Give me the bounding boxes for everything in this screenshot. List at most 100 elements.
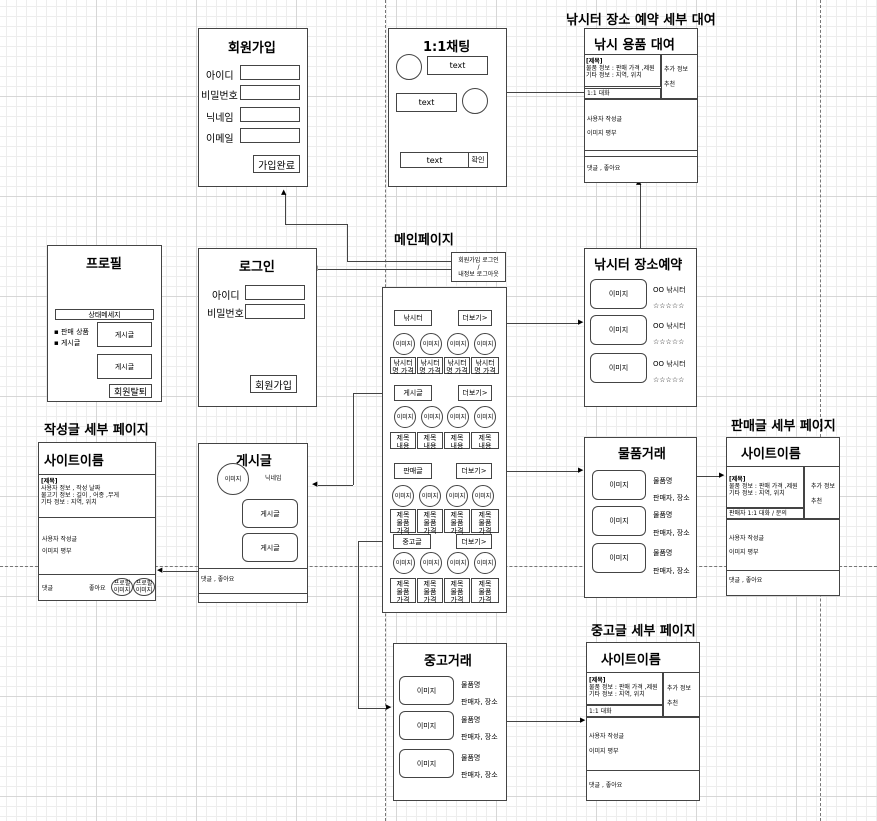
sale-image[interactable]: 이미지 bbox=[419, 485, 441, 507]
sale-author-section bbox=[726, 519, 840, 571]
section-sale-label[interactable]: 판매글 bbox=[394, 463, 432, 479]
sale-cell-line: 제목 bbox=[423, 511, 437, 519]
section-fishing-label[interactable]: 낚시터 bbox=[394, 310, 432, 326]
arrow-head: ▶ bbox=[719, 471, 725, 479]
trade-item-name: 물품명 bbox=[653, 511, 673, 519]
used-review: 이미지 평부 bbox=[589, 748, 619, 755]
used-image[interactable]: 이미지 bbox=[420, 552, 442, 574]
chat-message-input[interactable]: text bbox=[400, 152, 469, 168]
board-post-card[interactable]: 게시글 bbox=[242, 533, 298, 562]
post-detail-likes[interactable]: 좋아요 bbox=[89, 585, 106, 592]
connector-line bbox=[358, 541, 359, 708]
used-cell-line: 가격 bbox=[450, 596, 464, 604]
signup-nick-input[interactable] bbox=[240, 107, 300, 122]
reservation-image[interactable]: 이미지 bbox=[590, 315, 647, 345]
used-chat-button[interactable]: 1:1 대화 bbox=[586, 705, 663, 717]
chat-send-button[interactable]: 확인 bbox=[468, 152, 488, 168]
sale-cell-line: 물품 bbox=[450, 519, 464, 527]
login-pw-input[interactable] bbox=[245, 304, 305, 319]
board-avatar[interactable]: 이미지 bbox=[217, 463, 249, 495]
rental-author-section bbox=[584, 99, 698, 151]
rental-side-box: 추가 정보 추천 bbox=[661, 54, 698, 99]
section-used-label[interactable]: 중고글 bbox=[393, 534, 431, 549]
divider bbox=[584, 156, 698, 157]
auth-login-signup[interactable]: 회원가입 로그인 bbox=[458, 256, 499, 264]
divider bbox=[38, 517, 156, 518]
used-cell-line: 가격 bbox=[396, 596, 410, 604]
fishing-cell-line: 명 가격 bbox=[419, 367, 441, 375]
post-detail-heading: [제목] bbox=[41, 478, 58, 485]
board-image[interactable]: 이미지 bbox=[394, 406, 416, 428]
used-image[interactable]: 이미지 bbox=[393, 552, 415, 574]
profile-image-icon[interactable]: 프로필 이미지 bbox=[111, 578, 133, 596]
section-board-label[interactable]: 게시글 bbox=[394, 385, 432, 401]
rental-side-reco: 추천 bbox=[664, 81, 676, 88]
login-signup-button[interactable]: 회원가입 bbox=[250, 375, 297, 393]
trade-image[interactable]: 이미지 bbox=[592, 506, 646, 536]
section-sale-more[interactable]: 더보기> bbox=[456, 463, 492, 479]
fishing-image[interactable]: 이미지 bbox=[474, 333, 496, 355]
rental-chat-button[interactable]: 1:1 대화 bbox=[584, 88, 661, 99]
arrow-head: ▶ bbox=[580, 716, 586, 724]
signup-email-input[interactable] bbox=[240, 128, 300, 143]
section-used-more[interactable]: 더보기> bbox=[456, 534, 492, 549]
used-image[interactable]: 이미지 bbox=[474, 552, 496, 574]
profile-post-card[interactable]: 게시글 bbox=[97, 322, 152, 347]
withdraw-button[interactable]: 회원탈퇴 bbox=[109, 384, 152, 398]
used-cell-line: 제목 bbox=[396, 580, 410, 588]
used-image[interactable]: 이미지 bbox=[399, 749, 454, 778]
sale-side-reco: 추천 bbox=[811, 498, 823, 505]
signup-id-input[interactable] bbox=[240, 65, 300, 80]
reservation-image[interactable]: 이미지 bbox=[590, 279, 647, 309]
section-board-more[interactable]: 더보기> bbox=[458, 385, 492, 401]
trade-image[interactable]: 이미지 bbox=[592, 470, 646, 500]
auth-myinfo-logout[interactable]: 내정보 로그아웃 bbox=[458, 270, 499, 278]
signup-submit-button[interactable]: 가입완료 bbox=[253, 155, 300, 173]
fishing-image[interactable]: 이미지 bbox=[447, 333, 469, 355]
connector-line bbox=[347, 224, 348, 261]
board-nickname: 닉네임 bbox=[265, 475, 282, 482]
board-image[interactable]: 이미지 bbox=[474, 406, 496, 428]
profile-image-icon[interactable]: 프로필 이미지 bbox=[133, 578, 155, 596]
board-image[interactable]: 이미지 bbox=[447, 406, 469, 428]
fishing-image[interactable]: 이미지 bbox=[420, 333, 442, 355]
sale-image[interactable]: 이미지 bbox=[392, 485, 414, 507]
reservation-image[interactable]: 이미지 bbox=[590, 353, 647, 383]
auth-menu-box[interactable]: 회원가입 로그인 / 내정보 로그아웃 bbox=[451, 252, 506, 282]
used-info-box: [제목] 물품 정보 : 판매 가격 ,제원 기타 정보 : 지역, 위치 bbox=[586, 672, 663, 705]
used-image[interactable]: 이미지 bbox=[399, 676, 454, 705]
sale-cell-line: 가격 bbox=[423, 527, 437, 535]
login-id-input[interactable] bbox=[245, 285, 305, 300]
board-post-card[interactable]: 게시글 bbox=[242, 499, 298, 528]
trade-image[interactable]: 이미지 bbox=[592, 543, 646, 573]
sale-image[interactable]: 이미지 bbox=[446, 485, 468, 507]
used-cell-line: 제목 bbox=[450, 580, 464, 588]
profile-post-card[interactable]: 게시글 bbox=[97, 354, 152, 379]
fishing-image[interactable]: 이미지 bbox=[393, 333, 415, 355]
profile-item-posts: ▪ 게시글 bbox=[54, 339, 81, 347]
used-heading: [제목] bbox=[589, 677, 606, 684]
section-fishing-more[interactable]: 더보기> bbox=[458, 310, 492, 326]
sale-chat-button[interactable]: 판매자 1:1 대화 / 문의 bbox=[726, 508, 804, 519]
used-image[interactable]: 이미지 bbox=[399, 711, 454, 740]
board-image[interactable]: 이미지 bbox=[421, 406, 443, 428]
used-image[interactable]: 이미지 bbox=[447, 552, 469, 574]
signup-pw-input[interactable] bbox=[240, 85, 300, 100]
sale-image[interactable]: 이미지 bbox=[472, 485, 494, 507]
